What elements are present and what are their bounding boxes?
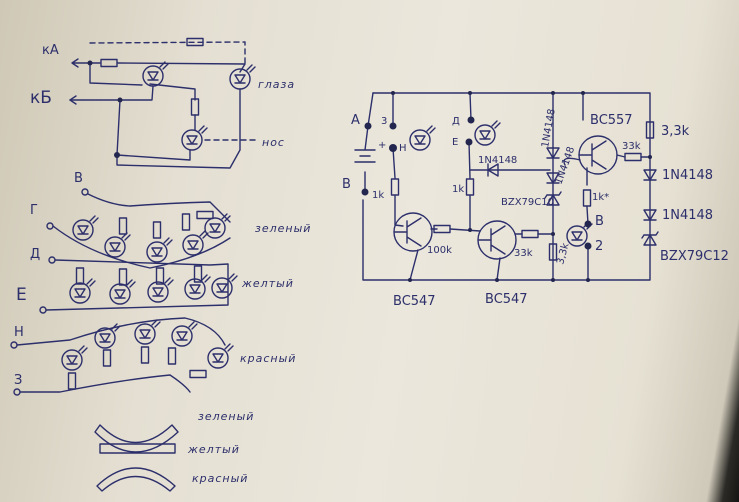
label-r-3k3-b: 3,3k — [555, 242, 571, 266]
terminal-label-v: В — [74, 171, 83, 186]
label-plus: + — [378, 140, 386, 151]
terminal-label-n: Н — [14, 325, 24, 340]
label-to-a: кА — [42, 43, 59, 58]
label-r-b: 1k — [372, 190, 384, 201]
label-zener1: BZX79C10 — [501, 197, 554, 208]
label-term-v: B — [595, 214, 604, 229]
label-q1: BC547 — [393, 294, 436, 309]
label-term-h: Н — [399, 143, 407, 154]
label-term-d: Д — [452, 116, 460, 127]
label-term-2: 2 — [595, 239, 603, 254]
terminal-label-z: З — [14, 373, 22, 388]
color-legend: зеленый желтый красный — [94, 410, 254, 492]
label-r-1k: 1k — [452, 184, 464, 195]
led-strips: зеленый желтый красный В Г Д Е Н З — [10, 171, 311, 396]
label-nose: нос — [262, 136, 285, 149]
legend-red: красный — [192, 472, 248, 485]
label-r-100k: 100k — [427, 245, 452, 256]
label-green-strip: зеленый — [255, 222, 311, 235]
label-r-1k-star: 1k* — [592, 192, 609, 203]
label-term-b: B — [342, 177, 351, 192]
terminal-label-e: Е — [16, 285, 27, 305]
label-r-3k3-a: 3,3k — [661, 124, 690, 139]
label-yellow-strip: желтый — [241, 277, 294, 290]
label-d5: 1N4148 — [662, 208, 713, 223]
main-circuit: A 3 + Н B 1k Д E 1N4148 1k 1N4148 1N4148… — [342, 91, 729, 309]
label-eyes: глаза — [258, 78, 295, 91]
label-q2: BC547 — [485, 292, 528, 307]
label-r-33k-a: 33k — [622, 141, 641, 152]
label-to-b: кБ — [30, 88, 52, 108]
face-circuit: кА кБ глаза нос — [30, 37, 295, 169]
label-term-3: 3 — [381, 116, 387, 127]
label-r-33k-b: 33k — [514, 248, 533, 259]
label-d1: 1N4148 — [478, 155, 517, 166]
label-d4: 1N4148 — [662, 168, 713, 183]
legend-green: зеленый — [198, 410, 254, 423]
label-term-e: E — [452, 137, 458, 148]
terminal-label-d: Д — [30, 247, 40, 262]
label-d2: 1N4148 — [540, 108, 558, 149]
terminal-label-g: Г — [30, 203, 38, 218]
label-q3: BC557 — [590, 113, 633, 128]
label-term-a: A — [351, 113, 360, 128]
label-red-strip: красный — [240, 352, 296, 365]
legend-yellow: желтый — [187, 443, 240, 456]
label-zener2: BZX79C12 — [660, 249, 729, 264]
